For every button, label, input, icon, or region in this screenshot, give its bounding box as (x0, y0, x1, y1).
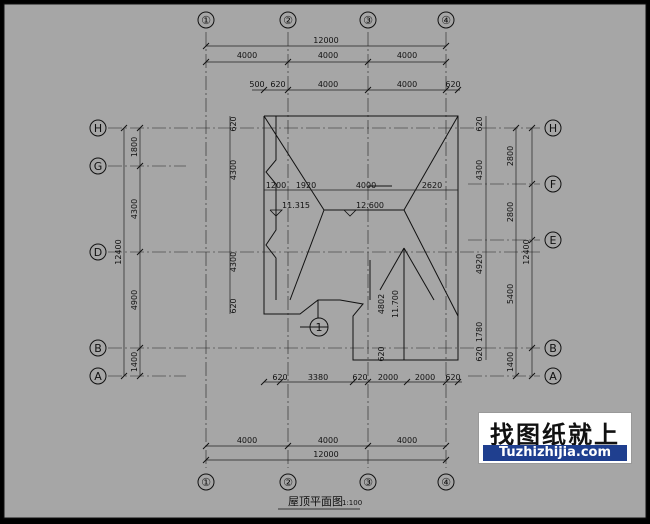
axis-bottom-1: ① (201, 476, 211, 489)
axis-top-1: ① (201, 14, 211, 27)
elevation-11315: 11.315 (282, 201, 310, 210)
dim-bot-total: 12000 (313, 450, 338, 459)
dimension-lines (123, 45, 533, 461)
dimension-texts: 12000 4000 4000 4000 500 620 4000 4000 6… (237, 36, 461, 459)
dim-top-r2-1: 620 (270, 80, 285, 89)
axis-right-a: A (549, 370, 557, 383)
dim-left-r1-0: 1800 (130, 137, 139, 157)
dim-bot-5: 620 (445, 373, 460, 382)
dim-left-r2-0: 620 (229, 116, 238, 131)
dimension-ticks (120, 42, 536, 464)
dim-left-r1-1: 4300 (130, 199, 139, 219)
axis-right-h: H (549, 122, 557, 135)
dim-bot-0: 620 (272, 373, 287, 382)
dim-mid-1: 1920 (296, 181, 316, 190)
dim-top-total: 12000 (313, 36, 338, 45)
dim-bot-1: 3380 (308, 373, 328, 382)
dim-bot-4: 2000 (415, 373, 435, 382)
axis-right-b: B (549, 342, 557, 355)
axis-lines (108, 32, 540, 468)
dim-mid-0: 1200 (266, 181, 286, 190)
dim-top-r2-4: 620 (445, 80, 460, 89)
elevation-11700: 11.700 (391, 290, 400, 318)
axis-left-d: D (94, 246, 102, 259)
axis-labels: ① ② ③ ④ ① ② ③ ④ H G D B A H F E B A 1 (94, 14, 558, 489)
dim-bot-2: 620 (352, 373, 367, 382)
drawing-scale: 1:100 (342, 499, 362, 507)
dim-top-r2-2: 4000 (318, 80, 338, 89)
dim-left-r2-2: 4300 (229, 252, 238, 272)
watermark-badge: 找图纸就上 Tuzhizhijia.com (478, 412, 632, 464)
dim-mid-2: 4000 (356, 181, 376, 190)
elevation-texts: 11.315 12.600 (282, 201, 384, 210)
axis-right-f: F (550, 178, 556, 191)
axis-bottom-2: ② (283, 476, 293, 489)
axis-top-3: ③ (363, 14, 373, 27)
dim-right-r2-4: 620 (475, 346, 484, 361)
dim-left-total: 12400 (114, 239, 123, 264)
dim-right-r2-1: 4300 (475, 160, 484, 180)
vertical-dimension-texts: 12400 1800 4300 4900 1400 620 4300 4300 … (114, 116, 531, 372)
dim-right-r1-0: 2800 (506, 146, 515, 166)
dim-left-r2-3: 620 (229, 298, 238, 313)
dim-right-r1-3: 1400 (506, 352, 515, 372)
axis-top-4: ④ (441, 14, 451, 27)
dim-bot2-0: 4000 (237, 436, 257, 445)
dim-left-r1-2: 4900 (130, 290, 139, 310)
dim-bot-3: 2000 (378, 373, 398, 382)
dim-right-r2-2: 4920 (475, 254, 484, 274)
axis-left-g: G (94, 160, 103, 173)
dim-left-r1-3: 1400 (130, 352, 139, 372)
dim-bot2-2: 4000 (397, 436, 417, 445)
axis-left-a: A (94, 370, 102, 383)
axis-right-e: E (550, 234, 557, 247)
axis-left-b: B (94, 342, 102, 355)
dim-ridge-1: 620 (377, 346, 386, 361)
axis-top-2: ② (283, 14, 293, 27)
drawing-title: 屋顶平面图 (288, 495, 343, 508)
detail-marker-label: 1 (316, 321, 323, 334)
axis-bottom-4: ④ (441, 476, 451, 489)
axis-bottom-3: ③ (363, 476, 373, 489)
dim-bot2-1: 4000 (318, 436, 338, 445)
dim-top-r1-2: 4000 (397, 51, 417, 60)
dim-left-r2-1: 4300 (229, 160, 238, 180)
dim-right-r2-0: 620 (475, 116, 484, 131)
dim-right-total: 12400 (522, 239, 531, 264)
axis-left-h: H (94, 122, 102, 135)
elevation-markers (269, 209, 357, 217)
dim-right-r1-2: 5400 (506, 284, 515, 304)
dim-top-r2-3: 4000 (397, 80, 417, 89)
watermark-cn: 找图纸就上 (490, 421, 620, 449)
dim-top-r1-0: 4000 (237, 51, 257, 60)
dim-right-r1-1: 2800 (506, 202, 515, 222)
dim-mid-3: 2620 (422, 181, 442, 190)
dim-top-r1-1: 4000 (318, 51, 338, 60)
dim-right-r2-3: 1780 (475, 322, 484, 342)
dim-ridge-0: 4802 (377, 294, 386, 314)
dim-top-r2-0: 500 (249, 80, 264, 89)
elevation-12600: 12.600 (356, 201, 384, 210)
roof-outline (263, 115, 459, 361)
watermark-en: Tuzhizhijia.com (483, 445, 627, 461)
